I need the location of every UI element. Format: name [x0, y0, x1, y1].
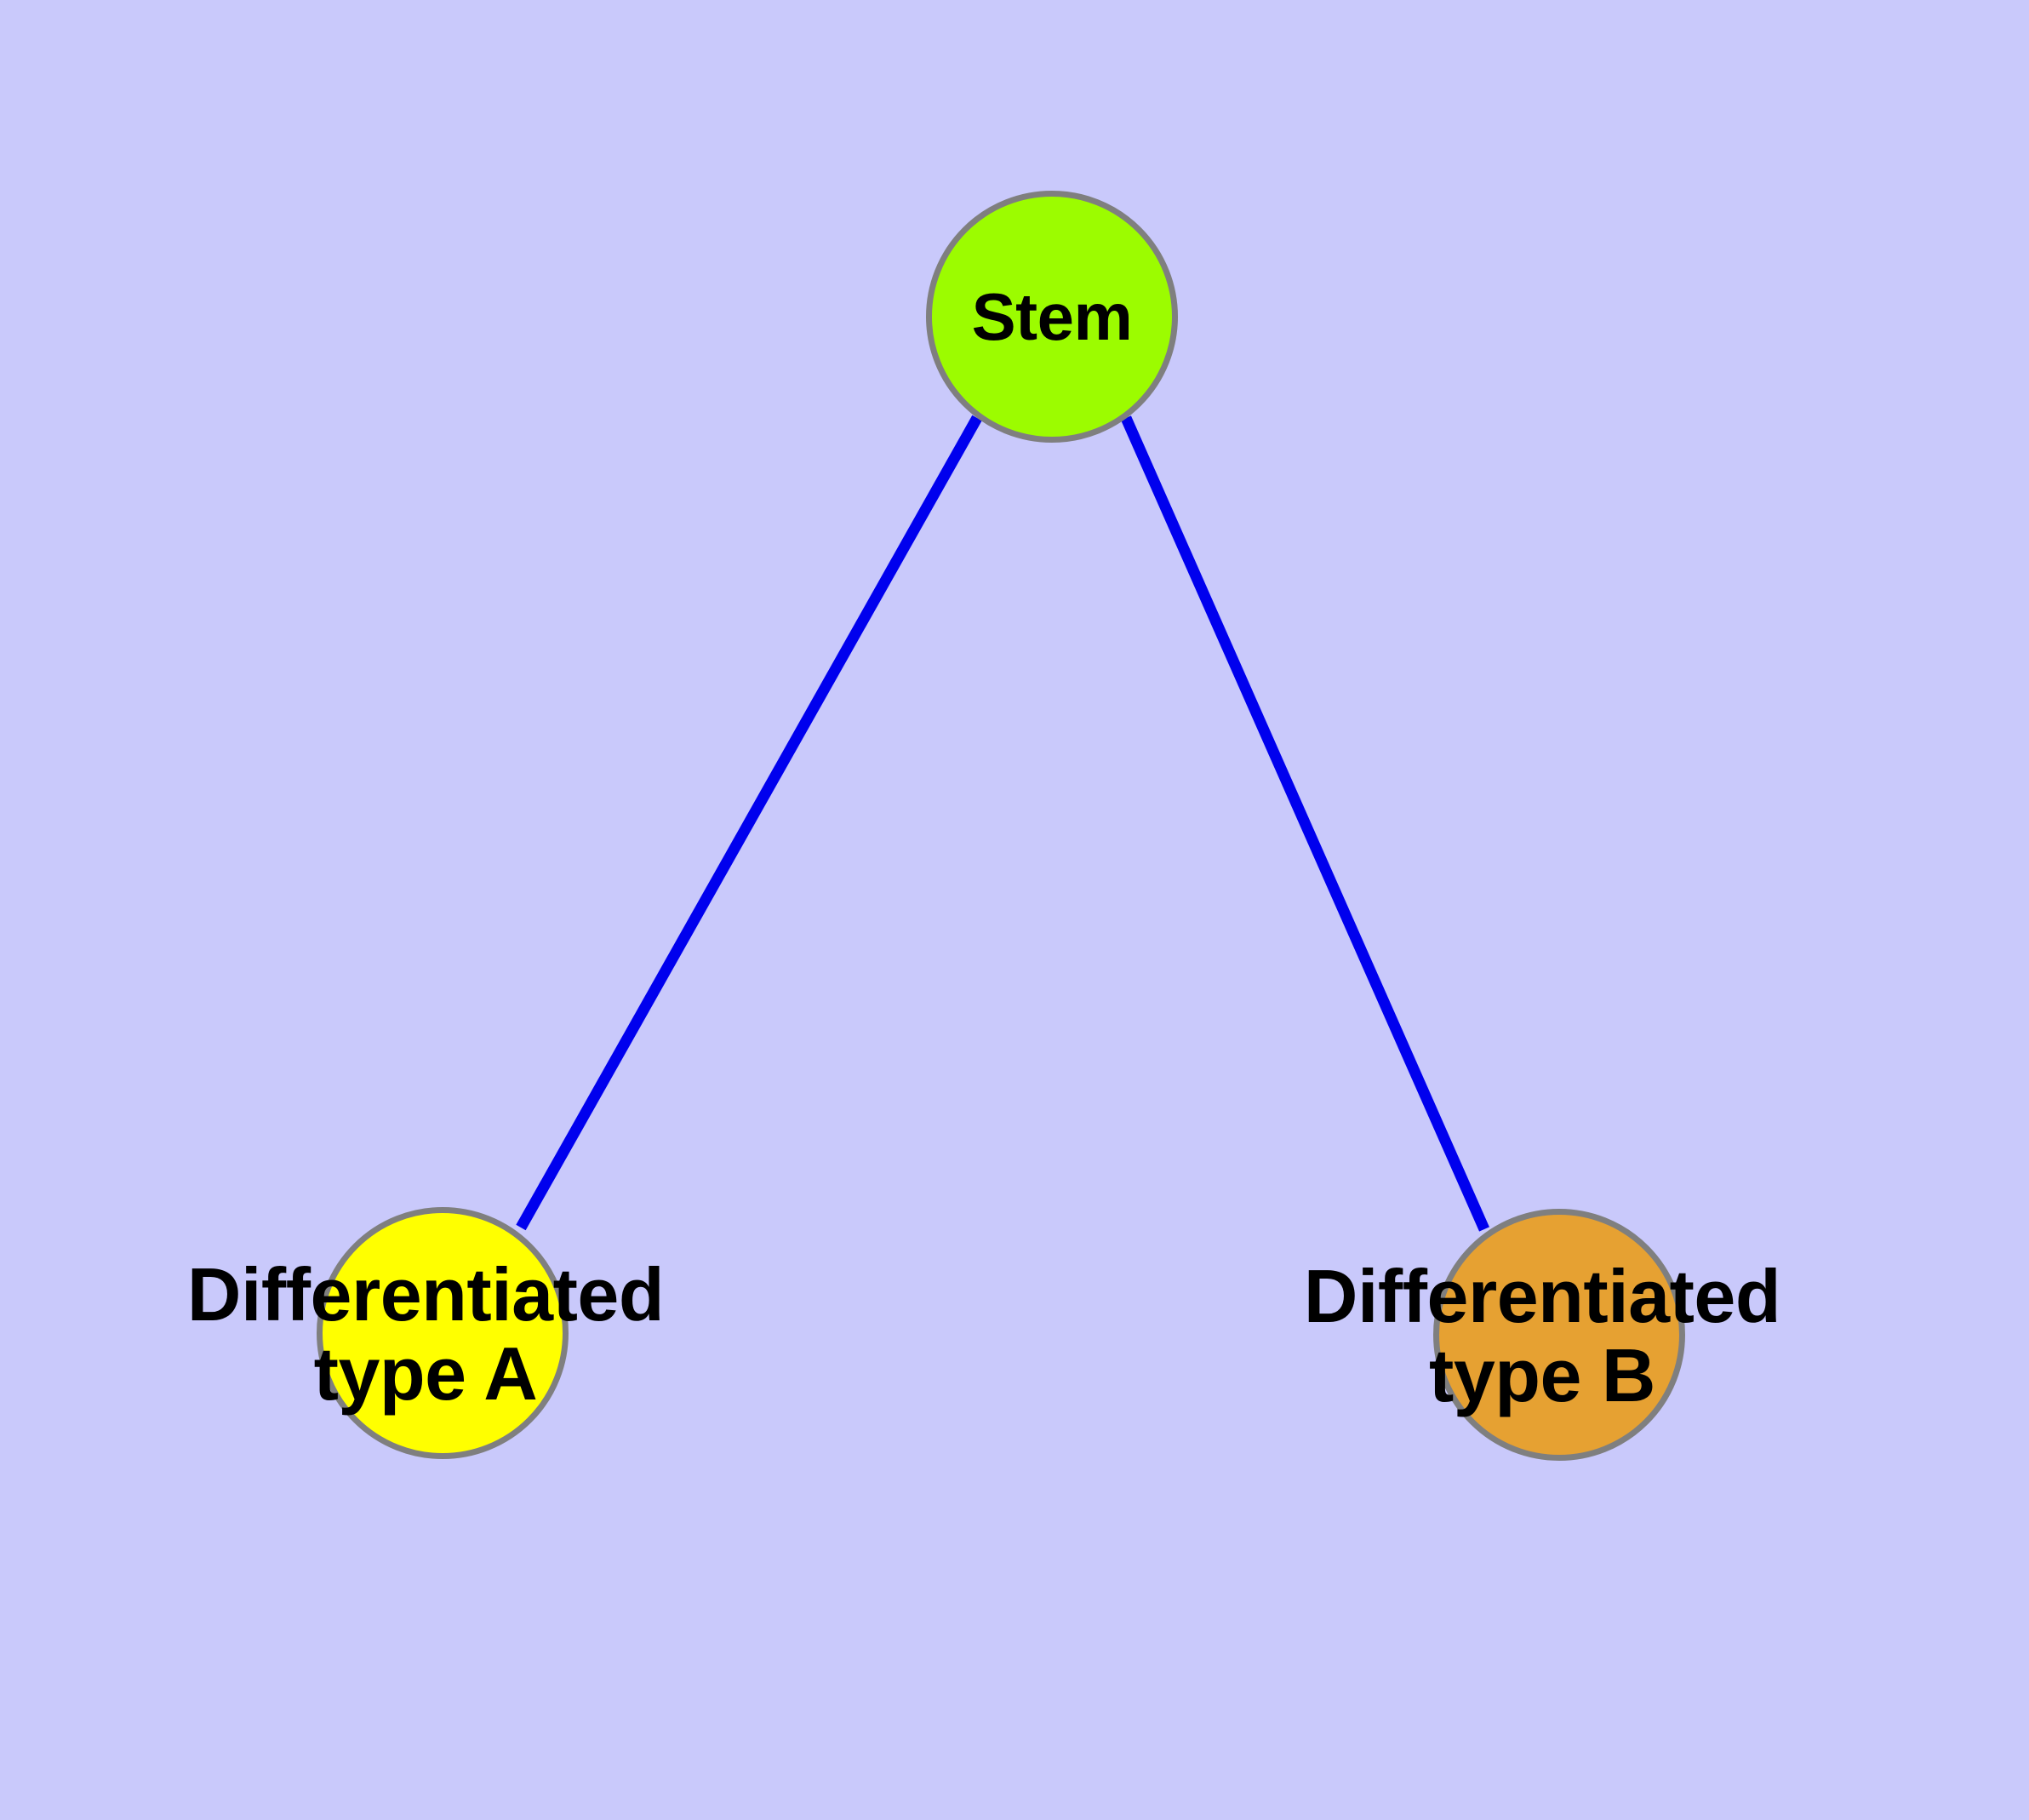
node-differentiated-type-a[interactable] [317, 1207, 569, 1459]
node-label-stem: Stem [971, 278, 1133, 354]
node-stem[interactable] [926, 191, 1178, 443]
node-differentiated-type-b[interactable] [1433, 1209, 1685, 1461]
edge-stem-to-differentiated-type-b[interactable] [1121, 415, 1489, 1232]
node-label-differentiated-type-b: Differentiated type B [1303, 1253, 1781, 1417]
edge-stem-to-differentiated-type-a[interactable] [516, 415, 982, 1231]
node-label-differentiated-type-a: Differentiated type A [186, 1251, 665, 1416]
